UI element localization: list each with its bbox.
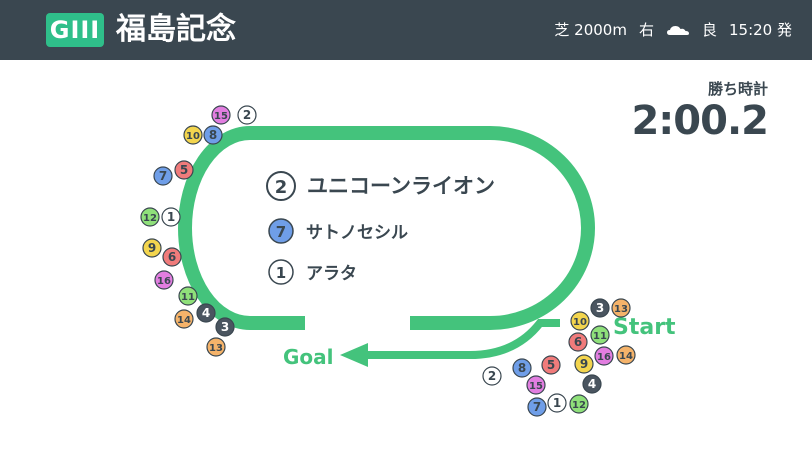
top3-list: 2 ユニコーンライオン 7 サトノセシル 1 アラタ: [266, 171, 495, 285]
finish-marker-10: [183, 125, 203, 145]
finish-marker-9: [142, 238, 162, 258]
finish-number-11: 11: [181, 292, 195, 303]
start-number-10: 10: [573, 317, 587, 328]
finish-marker-15: [211, 105, 231, 125]
start-number-5: 5: [547, 358, 555, 372]
start-marker-3: [590, 298, 610, 318]
rank-2-number-badge: [268, 218, 294, 244]
finish-marker-16: [154, 270, 174, 290]
finish-number-3: 3: [221, 320, 229, 334]
finish-number-1: 1: [167, 210, 175, 224]
start-label: Start: [613, 315, 676, 340]
rank-1-number: 2: [275, 177, 288, 198]
start-marker-7: [527, 397, 547, 417]
start-number-6: 6: [574, 335, 582, 349]
race-info: 芝 2000m 右 良 15:20 発: [542, 18, 792, 42]
start-marker-11: [590, 325, 610, 345]
rank-2-number: 7: [276, 223, 286, 241]
start-number-4: 4: [588, 377, 596, 391]
start-marker-1: [547, 393, 567, 413]
rank-2-name: サトノセシル: [306, 223, 408, 243]
start-marker-9: [574, 354, 594, 374]
finish-marker-14: [174, 309, 194, 329]
finish-marker-5: [174, 160, 194, 180]
finish-marker-2: [237, 105, 257, 125]
finish-marker-12: [140, 207, 160, 227]
finish-number-2: 2: [243, 108, 251, 122]
finish-marker-6: [162, 247, 182, 267]
surface-distance: 芝 2000m: [554, 21, 627, 39]
start-number-14: 14: [619, 351, 633, 362]
start-number-3: 3: [596, 301, 604, 315]
goal-arrow: [340, 343, 368, 367]
finish-number-5: 5: [180, 163, 188, 177]
cloud-icon: [666, 26, 689, 35]
finish-marker-4: [196, 303, 216, 323]
finish-marker-11: [178, 286, 198, 306]
start-number-15: 15: [529, 381, 543, 392]
finish-marker-7: [153, 166, 173, 186]
finish-number-9: 9: [148, 241, 156, 255]
start-number-7: 7: [533, 400, 541, 414]
start-number-11: 11: [593, 331, 607, 342]
start-marker-16: [594, 346, 614, 366]
finish-number-14: 14: [177, 315, 191, 326]
start-number-13: 13: [614, 304, 628, 315]
start-number-1: 1: [553, 396, 561, 410]
rank-3-row: 1 アラタ: [268, 259, 357, 285]
finish-number-12: 12: [143, 213, 157, 224]
start-marker-6: [568, 332, 588, 352]
finish-number-10: 10: [186, 131, 200, 142]
start-marker-14: [616, 345, 636, 365]
finish-number-15: 15: [214, 111, 228, 122]
start-number-9: 9: [580, 357, 588, 371]
start-marker-10: [570, 311, 590, 331]
start-number-2: 2: [488, 369, 496, 383]
winning-time-label: 勝ち時計: [707, 80, 768, 98]
direction: 右: [638, 21, 654, 39]
start-marker-4: [582, 374, 602, 394]
rank-1-number-badge: [266, 171, 296, 201]
finish-marker-3: [215, 317, 235, 337]
rank-3-number: 1: [276, 264, 286, 282]
start-number-16: 16: [597, 352, 611, 363]
finish-marker-1: [161, 207, 181, 227]
rank-3-name: アラタ: [306, 264, 357, 284]
finish-number-4: 4: [202, 306, 210, 320]
rank-2-row: 7 サトノセシル: [268, 218, 408, 244]
goal-label: Goal: [283, 345, 334, 369]
finish-number-16: 16: [157, 276, 171, 287]
rank-1-name: ユニコーンライオン: [307, 174, 495, 198]
race-header: GIII 福島記念 芝 2000m 右 良 15:20 発: [0, 0, 812, 60]
finish-number-8: 8: [209, 128, 217, 142]
start-marker-8: [512, 358, 532, 378]
rank-1-row: 2 ユニコーンライオン: [266, 171, 495, 201]
finish-number-13: 13: [209, 343, 223, 354]
start-marker-15: [526, 375, 546, 395]
start-marker-13: [611, 298, 631, 318]
going: 良: [701, 21, 717, 39]
start-marker-12: [569, 394, 589, 414]
finish-number-7: 7: [159, 169, 167, 183]
start-number-8: 8: [518, 361, 526, 375]
grade-badge: GIII: [46, 13, 104, 47]
track-oval: [178, 126, 595, 330]
start-number-12: 12: [572, 400, 586, 411]
start-marker-2: [482, 366, 502, 386]
winning-time: 2:00.2: [631, 98, 769, 144]
finish-marker-8: [203, 125, 223, 145]
finish-number-6: 6: [168, 250, 176, 264]
race-title: 福島記念: [116, 12, 236, 47]
home-stretch: [362, 319, 560, 359]
start-marker-5: [541, 355, 561, 375]
post-time: 15:20 発: [729, 21, 792, 39]
finish-marker-13: [206, 337, 226, 357]
rank-3-number-badge: [268, 259, 294, 285]
